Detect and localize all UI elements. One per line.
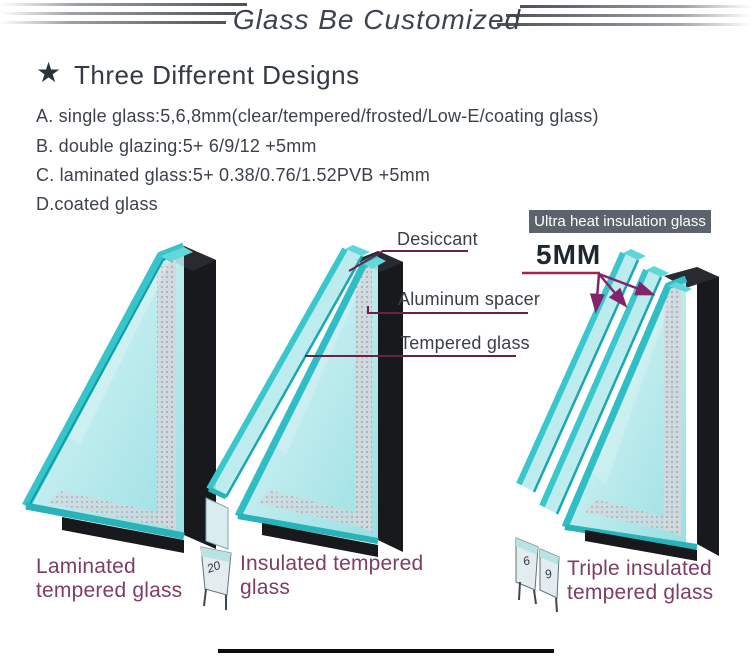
caption-laminated-line1: Laminated: [36, 555, 136, 578]
caption-triple: Triple insulated tempered glass: [567, 557, 713, 605]
ultra-heat-banner: Ultra heat insulation glass: [529, 210, 711, 233]
design-list-item-b: B. double glazing:5+ 6/9/12 +5mm: [36, 136, 317, 156]
callout-desiccant: Desiccant: [397, 229, 478, 249]
design-list-item-c: C. laminated glass:5+ 0.38/0.76/1.52PVB …: [36, 165, 431, 185]
design-list-item-d: D.coated glass: [36, 194, 158, 214]
header-divider-right-3: [497, 23, 752, 26]
page-title: Glass Be Customized: [232, 4, 522, 35]
caption-insulated-line2: glass: [240, 576, 291, 599]
caption-laminated-line2: tempered glass: [36, 579, 183, 602]
callout-lines: [305, 250, 528, 357]
caption-insulated-line1: Insulated tempered: [240, 552, 424, 575]
header-divider-left-2: [0, 12, 236, 15]
section-title: Three Different Designs: [74, 60, 360, 90]
glass-panel-insulated: [200, 245, 403, 610]
star-icon: ★: [36, 57, 62, 88]
caption-triple-line2: tempered glass: [567, 581, 714, 604]
header-divider-right-1: [520, 5, 752, 8]
caption-laminated: Laminated tempered glass: [36, 555, 182, 603]
callout-tempered-glass: Tempered glass: [400, 333, 530, 353]
glass-panel-triple: [515, 249, 719, 613]
header-divider-left-3: [0, 21, 226, 24]
callout-aluminum-spacer: Aluminum spacer: [398, 289, 541, 309]
header-divider-left-1: [0, 3, 247, 6]
caption-insulated: Insulated tempered glass: [240, 552, 423, 600]
thickness-label: 5MM: [536, 239, 602, 270]
caption-triple-line1: Triple insulated: [567, 557, 712, 580]
bottom-divider: [218, 649, 554, 653]
header-divider-right-2: [506, 14, 752, 17]
glass-panel-laminated: [22, 242, 216, 553]
design-list-item-a: A. single glass:5,6,8mm(clear/tempered/f…: [36, 106, 599, 126]
thickness-arrows: [522, 271, 656, 314]
